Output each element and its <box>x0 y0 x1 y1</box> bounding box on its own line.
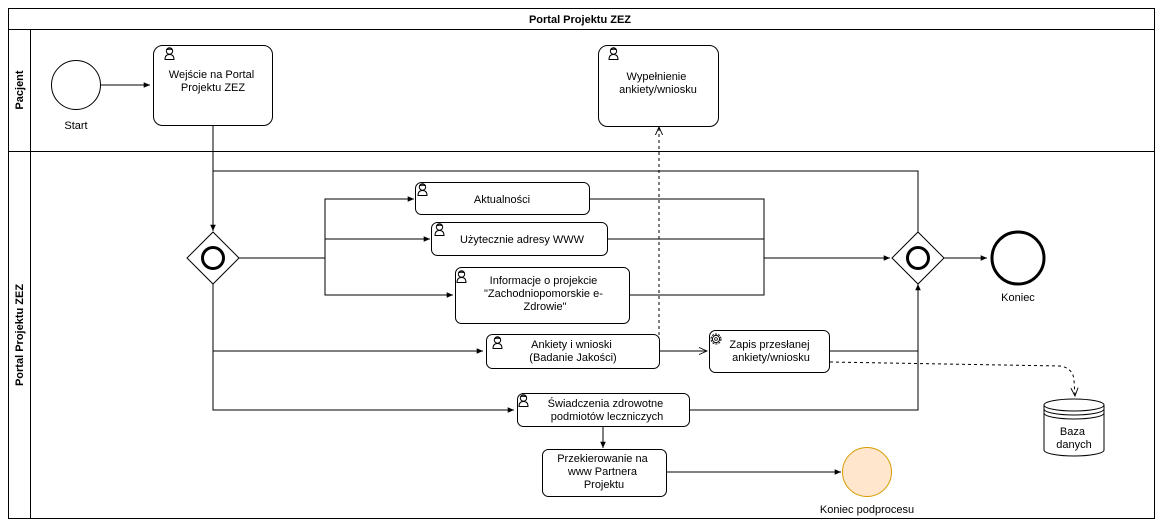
flow-gateway-bypass <box>212 170 919 233</box>
task-label: Wypełnienie ankiety/wniosku <box>619 71 697 96</box>
pool-title: Portal Projektu ZEZ <box>529 14 631 26</box>
start-event[interactable]: Start <box>51 60 101 133</box>
flow-health-out <box>690 284 921 411</box>
gateway-merge[interactable] <box>891 231 945 285</box>
task-news[interactable]: Aktualności <box>415 182 590 215</box>
task-useful-links[interactable]: Użytecznie adresy WWW <box>431 222 608 256</box>
flow-to-health <box>212 351 514 413</box>
task-label: Zapis przesłanej ankiety/wniosku <box>729 339 812 364</box>
task-label: Informacje o projekcie "Zachodniopomorsk… <box>484 275 606 313</box>
gear-icon <box>710 333 722 345</box>
start-label: Start <box>64 120 87 132</box>
task-enter-portal[interactable]: Wejście na Portal Projektu ZEZ <box>153 45 273 126</box>
subprocess-end-label: Koniec podprocesu <box>820 504 914 516</box>
inclusive-gateway-icon <box>906 246 930 270</box>
flow-to-info <box>324 258 453 298</box>
task-label: Wejście na Portal Projektu ZEZ <box>169 69 257 94</box>
associations <box>659 127 1075 396</box>
end-event[interactable]: Koniec <box>990 230 1046 304</box>
gateway-split[interactable] <box>186 231 240 285</box>
task-label: Świadczenia zdrowotne podmiotów lecznicz… <box>548 397 667 423</box>
flow-to-news <box>238 196 414 259</box>
task-label: Użytecznie adresy WWW <box>460 234 585 246</box>
flow-to-surveys <box>212 284 483 354</box>
task-label: Ankiety i wnioski (Badanie Jakości) <box>529 339 616 364</box>
subprocess-end-event[interactable]: Koniec podprocesu <box>820 447 914 517</box>
task-label: Przekierowanie na www Partnera Projektu <box>557 453 651 491</box>
inclusive-gateway-icon <box>201 246 225 270</box>
data-store[interactable]: Baza danych <box>1043 398 1105 457</box>
flow-merge-to-gateway <box>763 239 890 261</box>
flow-info-out <box>630 258 765 296</box>
lane-title-pacjent: Pacjent <box>14 70 26 109</box>
flow-news-out <box>590 198 765 239</box>
task-redirect[interactable]: Przekierowanie na www Partnera Projektu <box>542 449 667 497</box>
data-store-label: Baza danych <box>1056 426 1091 451</box>
end-label: Koniec <box>1001 292 1035 304</box>
task-save-form[interactable]: Zapis przesłanej ankiety/wniosku <box>709 330 830 373</box>
task-health-services[interactable]: Świadczenia zdrowotne podmiotów lecznicz… <box>517 393 690 427</box>
task-fill-form[interactable]: Wypełnienie ankiety/wniosku <box>598 45 719 127</box>
sequence-flows <box>101 82 987 475</box>
task-label: Aktualności <box>474 194 530 206</box>
task-surveys[interactable]: Ankiety i wnioski (Badanie Jakości) <box>486 334 660 369</box>
lane-title-portal: Portal Projektu ZEZ <box>14 284 26 386</box>
task-project-info[interactable]: Informacje o projekcie "Zachodniopomorsk… <box>455 267 630 324</box>
assoc-save-to-db <box>829 361 1075 396</box>
